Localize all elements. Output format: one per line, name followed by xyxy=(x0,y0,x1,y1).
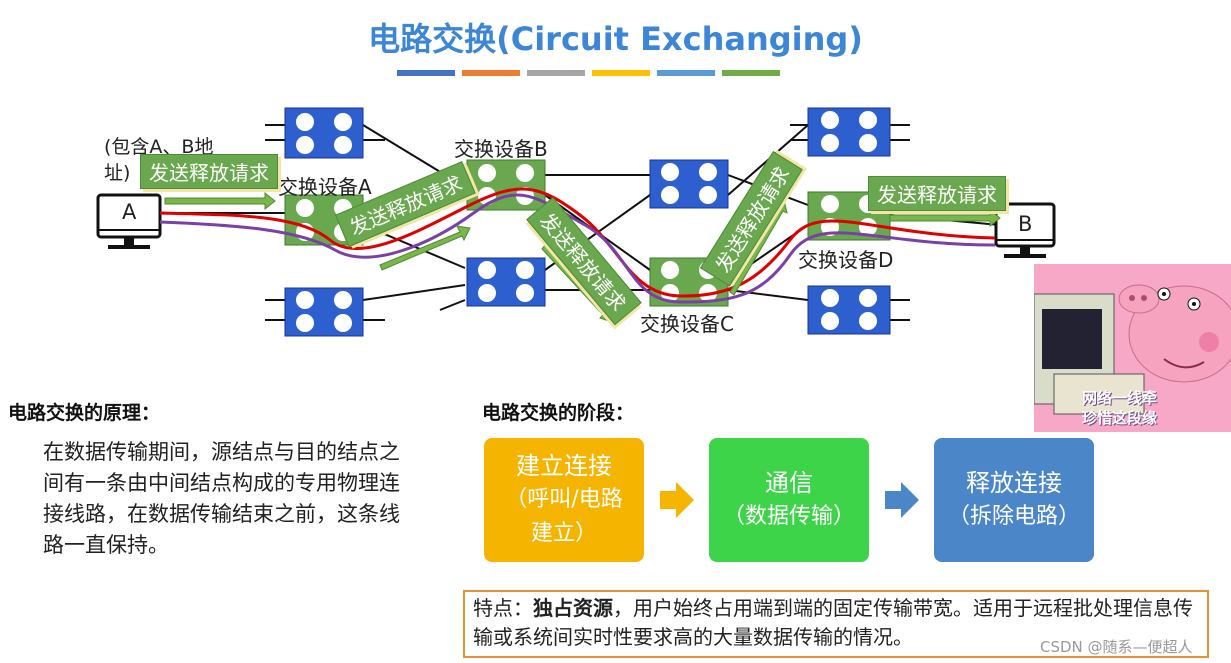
stage-release-label: 释放连接 xyxy=(966,469,1062,497)
host-b-computer-icon xyxy=(994,202,1056,258)
arrow-right-icon xyxy=(660,482,694,518)
circuit-path-red xyxy=(159,187,996,298)
principle-body: 在数据传输期间，源结点与目的结点之间有一条由中间结点构成的专用物理连接线路，在数… xyxy=(43,440,400,557)
switch-c-label: 交换设备C xyxy=(640,312,734,336)
switch-left-bottom xyxy=(284,287,364,337)
arrow-right-icon xyxy=(885,482,919,518)
stage-release-sub: （拆除电路） xyxy=(947,504,1080,529)
feature-prefix: 特点： xyxy=(473,596,533,620)
switch-right-top xyxy=(649,159,729,209)
circuit-path-purple xyxy=(159,193,996,304)
page-title: 电路交换(Circuit Exchanging) xyxy=(368,20,863,58)
host-a-label: A xyxy=(122,200,137,224)
principle-heading: 电路交换的原理： xyxy=(8,402,161,424)
release-request-tag-1: 发送释放请求 xyxy=(140,154,278,189)
release-request-tag-5: 发送释放请求 xyxy=(868,176,1006,211)
stripe-3 xyxy=(527,70,585,76)
switch-mid-bottom xyxy=(466,257,546,307)
stage-communicate-sub: （数据传输） xyxy=(722,504,855,529)
peppa-computer-image: 网络一线牵 珍惜这段缘 xyxy=(1034,264,1231,432)
switch-left-top xyxy=(284,107,364,159)
image-caption: 网络一线牵 珍惜这段缘 xyxy=(1082,389,1158,427)
feature-box: 特点：独占资源，用户始终占用端到端的固定传输带宽。适用于远程批处理信息传输或系统… xyxy=(463,590,1209,658)
stage-release-box: 释放连接 （拆除电路） xyxy=(934,438,1094,562)
host-b-label: B xyxy=(1018,212,1033,236)
switch-d-label: 交换设备D xyxy=(798,248,894,272)
stripe-4 xyxy=(592,70,650,76)
switch-far-bottom xyxy=(807,285,891,335)
peppa-illustration xyxy=(1034,264,1231,432)
switch-far-top xyxy=(807,107,891,157)
feature-bold: 独占资源 xyxy=(533,596,613,620)
stage-communicate-label: 通信 xyxy=(765,469,813,497)
stage-setup-label: 建立连接 xyxy=(516,452,612,480)
stage-setup-sub: （呼叫/电路建立） xyxy=(505,487,623,546)
request-arrows xyxy=(164,191,1001,323)
switch-a-label: 交换设备A xyxy=(278,175,372,199)
stripe-6 xyxy=(722,70,780,76)
host-a-computer-icon xyxy=(96,193,162,249)
stage-setup-box: 建立连接 （呼叫/电路建立） xyxy=(484,438,644,562)
host-a-address-note: (包含A、B地 址) xyxy=(104,136,214,184)
csdn-credit: CSDN @随系—便超人 xyxy=(1040,638,1193,656)
switch-b-label: 交换设备B xyxy=(454,137,548,161)
feature-rest: ，用户始终占用端到端的固定传输带宽。适用于远程批处理信息传输或系统间实时性要求高… xyxy=(473,596,1193,649)
stripe-5 xyxy=(657,70,715,76)
stripe-1 xyxy=(397,70,455,76)
stripe-2 xyxy=(462,70,520,76)
stage-communicate-box: 通信 （数据传输） xyxy=(709,438,869,562)
stages-heading: 电路交换的阶段： xyxy=(482,402,635,424)
